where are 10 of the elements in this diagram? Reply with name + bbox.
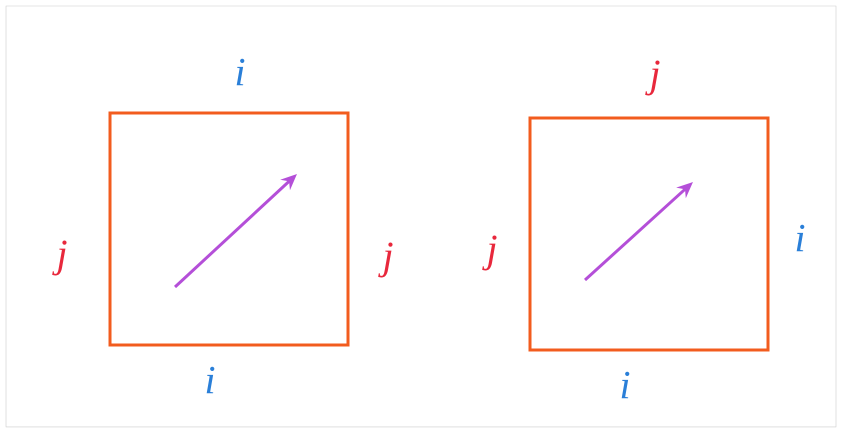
letter-label: i: [236, 58, 244, 86]
letter-label: i: [796, 224, 804, 252]
letter-label: j: [378, 242, 393, 278]
square-box: [108, 112, 350, 346]
letter-label: i: [622, 372, 630, 398]
letter-label: j: [645, 60, 660, 96]
square-box: [528, 116, 770, 352]
letter-label: i: [206, 366, 214, 394]
letter-label: j: [52, 240, 67, 276]
letter-label: j: [482, 236, 497, 270]
